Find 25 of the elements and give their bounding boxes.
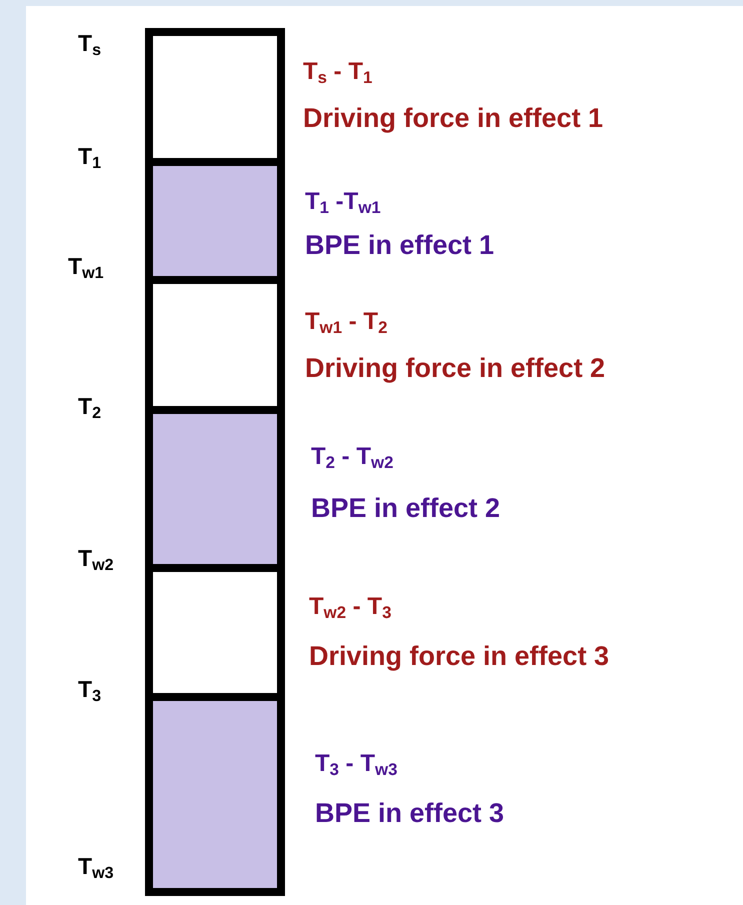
- temperature-label: T$_{w2}$: [78, 547, 114, 574]
- segment-description: BPE in effect 1: [305, 232, 494, 259]
- segment: [145, 284, 285, 414]
- temperature-difference: T$_{w1}$ - T$_{2}$: [305, 310, 388, 337]
- shaded-segment: [145, 414, 285, 572]
- temperature-difference: T$_{w2}$ - T$_{3}$: [309, 595, 392, 622]
- segment-description: Driving force in effect 3: [309, 643, 610, 670]
- temperature-label: T$_{w3}$: [78, 855, 114, 882]
- shaded-segment: [145, 701, 285, 896]
- segment-description: BPE in effect 2: [311, 495, 500, 522]
- temperature-difference: T$_{s}$ - T$_{1}$: [303, 60, 372, 87]
- shaded-segment: [145, 166, 285, 284]
- temperature-difference: T$_{1}$ -T$_{w1}$: [305, 190, 381, 217]
- temperature-label: T$_{3}$: [78, 678, 102, 704]
- temperature-label: T$_{w1}$: [68, 255, 104, 282]
- segment-description: Driving force in effect 2: [305, 355, 606, 382]
- segment-description: BPE in effect 3: [315, 800, 504, 827]
- temperature-label: T$_{1}$: [78, 145, 102, 172]
- segment: [145, 572, 285, 701]
- segment-description: Driving force in effect 1: [303, 105, 604, 132]
- temperature-label: T$_{2}$: [78, 395, 102, 422]
- segment: [145, 28, 285, 166]
- temperature-label: T$_{s}$: [78, 32, 102, 58]
- temperature-difference: T$_{3}$ - T$_{w3}$: [315, 752, 398, 779]
- temperature-difference: T$_{2}$ - T$_{w2}$: [311, 445, 394, 472]
